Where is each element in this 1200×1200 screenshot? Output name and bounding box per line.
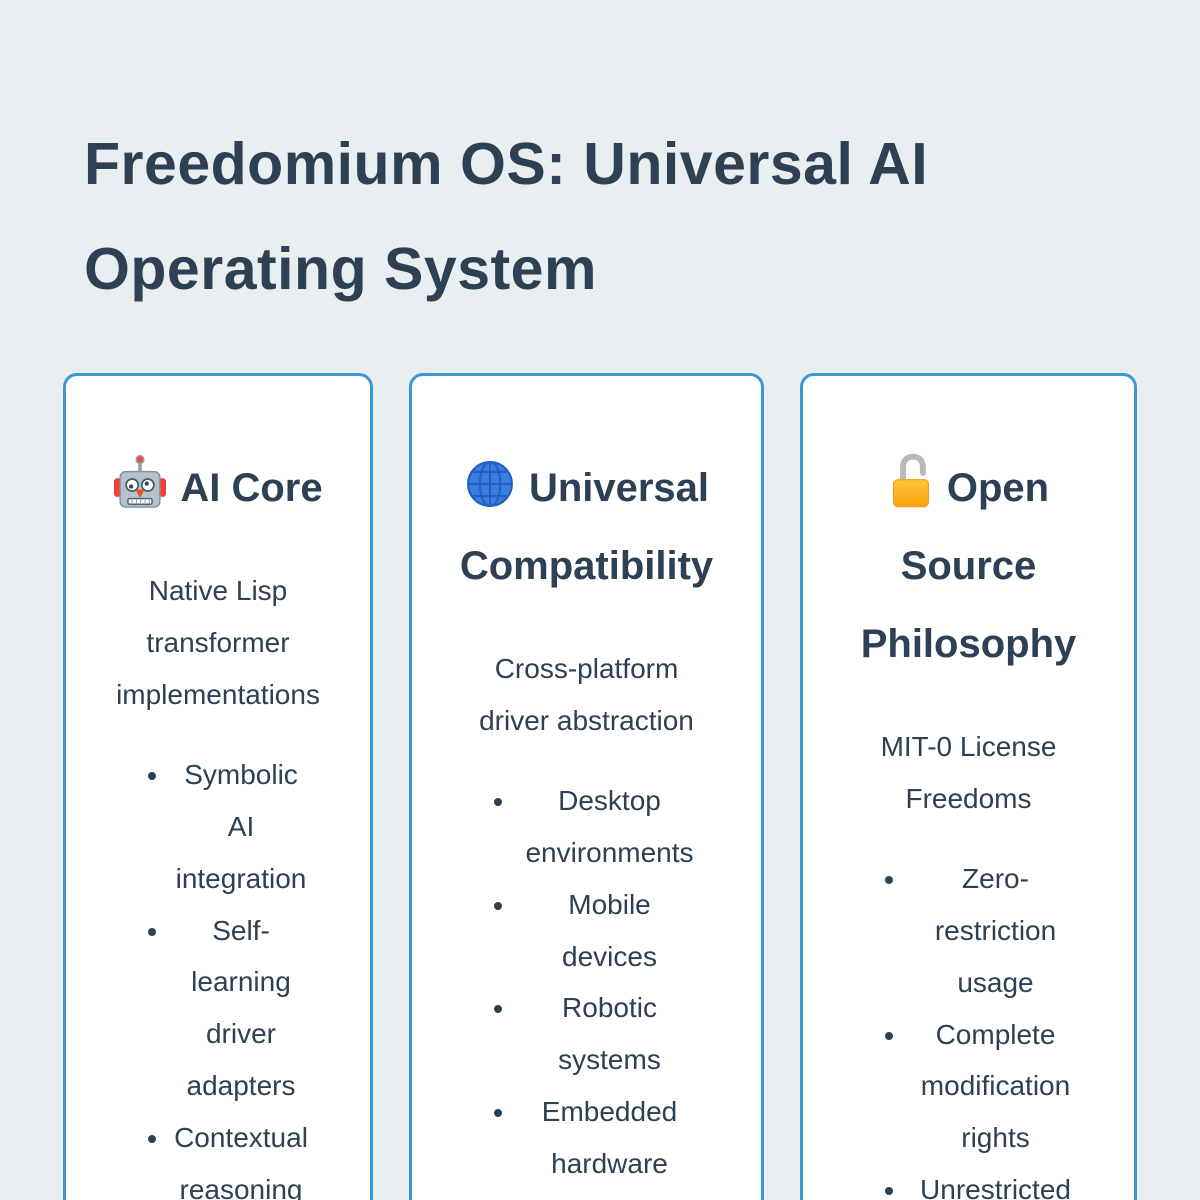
card-bullet-list: Desktop environments Mobile devices Robo… — [447, 775, 726, 1189]
card-ai-core: AI Core Native Lisp transformer implemen… — [63, 373, 373, 1200]
bullet-item: Complete modification rights — [908, 1009, 1083, 1164]
bullet-item: Mobile devices — [517, 879, 702, 983]
card-bullet-list: Symbolic AI integration Self-learning dr… — [101, 749, 335, 1200]
infographic-page: Freedomium OS: Universal AI Operating Sy… — [0, 112, 1200, 1200]
card-heading-label: Open Source Philosophy — [860, 466, 1077, 667]
bullet-item: Contextual reasoning — [171, 1112, 311, 1200]
card-heading-label: Universal Compatibility — [459, 466, 714, 589]
card-subtitle: MIT-0 License Freedoms — [880, 731, 1057, 815]
globe-icon — [464, 461, 516, 510]
feature-cards: AI Core Native Lisp transformer implemen… — [63, 373, 1200, 1200]
card-heading: AI Core — [101, 449, 335, 527]
bullet-item: Desktop environments — [517, 775, 702, 879]
card-open-source-philosophy: Open Source Philosophy MIT-0 License Fre… — [800, 373, 1137, 1200]
bullet-item: Self-learning driver adapters — [171, 905, 311, 1112]
bullet-item: Unrestricted — [908, 1164, 1083, 1200]
card-heading: Open Source Philosophy — [838, 449, 1099, 683]
open-lock-icon — [888, 453, 934, 510]
page-title: Freedomium OS: Universal AI Operating Sy… — [84, 131, 929, 303]
card-heading-label: AI Core — [180, 466, 323, 511]
bullet-item: Zero-restriction usage — [908, 853, 1083, 1008]
card-universal-compatibility: Universal Compatibility Cross-platform d… — [409, 373, 764, 1200]
bullet-item: Robotic systems — [517, 982, 702, 1086]
card-subtitle: Native Lisp transformer implementations — [116, 575, 320, 711]
robot-icon — [113, 454, 167, 510]
bullet-item: Symbolic AI integration — [171, 749, 311, 904]
card-bullet-list: Zero-restriction usage Complete modifica… — [838, 853, 1099, 1200]
card-heading: Universal Compatibility — [447, 449, 726, 605]
card-subtitle: Cross-platform driver abstraction — [479, 653, 694, 737]
bullet-item: Embedded hardware — [517, 1086, 702, 1190]
